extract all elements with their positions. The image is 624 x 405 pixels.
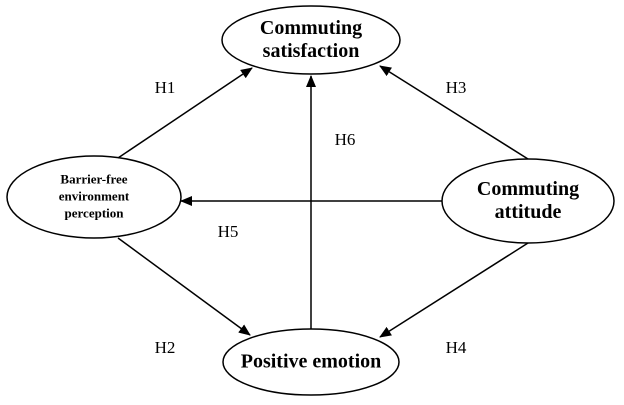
edge-label-h2: H2 <box>154 338 176 357</box>
edge-label-h1: H1 <box>154 78 176 97</box>
node-label-line: Commuting <box>476 178 580 200</box>
node-label-commuting-satisfaction: Commuting satisfaction <box>260 17 362 63</box>
node-label-line: Commuting <box>259 17 363 39</box>
node-commuting-satisfaction <box>221 5 401 75</box>
edge-label-h4: H4 <box>445 338 467 357</box>
node-label-line: environment <box>58 188 130 204</box>
node-label-positive-emotion: Positive emotion <box>241 351 382 374</box>
node-label-barrier-free-perception: Barrier-free environment perception <box>59 172 130 223</box>
edge-h4-arrow <box>379 242 529 338</box>
edge-label-h6: H6 <box>334 130 356 149</box>
node-label-line: satisfaction <box>262 40 360 62</box>
edge-h1-arrow <box>117 67 253 159</box>
edge-label-h5: H5 <box>217 222 239 241</box>
node-label-commuting-attitude: Commuting attitude <box>477 178 579 224</box>
edge-h2-arrow <box>117 237 251 336</box>
node-label-line: attitude <box>494 201 562 223</box>
node-label-line: Barrier-free <box>60 171 128 187</box>
node-label-line: perception <box>64 205 124 221</box>
edge-h3-arrow <box>379 65 529 160</box>
node-label-line: Positive emotion <box>240 350 382 373</box>
edge-label-h3: H3 <box>445 78 467 97</box>
